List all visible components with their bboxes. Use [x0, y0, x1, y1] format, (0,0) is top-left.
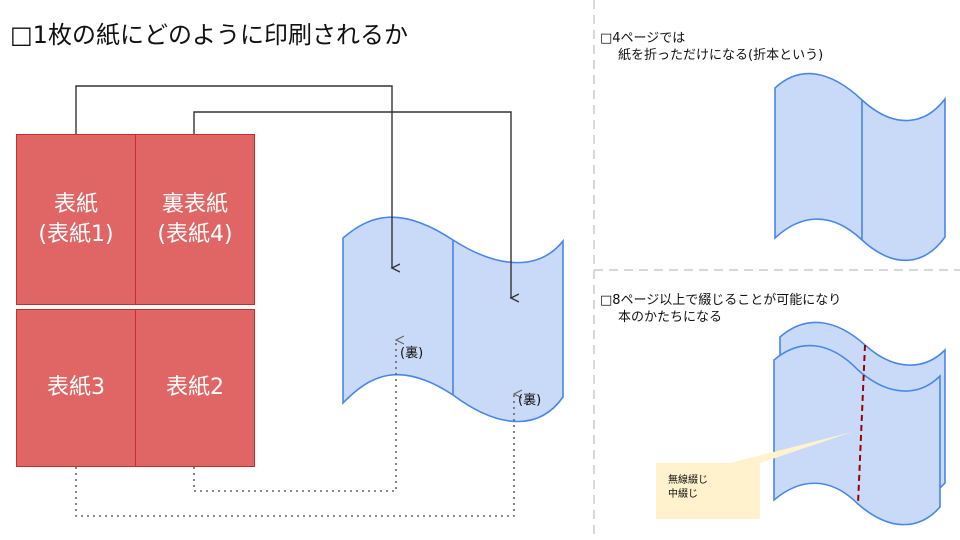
- callout-line-2: 中綴じ: [668, 489, 698, 500]
- connector-front-cover: [75, 85, 392, 268]
- reverse-label-left: (裏): [400, 346, 424, 361]
- sheet-back-cover: 裏表紙 (表紙4): [135, 134, 255, 305]
- reverse-label-right: (裏): [518, 393, 542, 408]
- eight-page-note-body: 本のかたちになる: [618, 310, 723, 325]
- eight-page-note: □8ページ以上で綴じることが可能になり 本のかたちになる: [600, 292, 841, 326]
- sheet-front-cover-sublabel: (表紙1): [38, 221, 114, 247]
- callout-box: [656, 463, 760, 519]
- sheet-front-cover: 表紙 (表紙1): [16, 134, 136, 305]
- sheet-cover-3-label: 表紙3: [47, 375, 105, 400]
- sheet-cover-3: 表紙3: [16, 309, 136, 467]
- page-title: □1枚の紙にどのように印刷されるか: [10, 21, 408, 49]
- eight-page-sheet-front: [773, 344, 941, 526]
- sheet-back-cover-label: 裏表紙: [161, 191, 228, 217]
- eight-page-note-title: □8ページ以上で綴じることが可能になり: [600, 293, 842, 308]
- callout-line-1: 無線綴じ: [668, 475, 708, 486]
- sheet-back-cover-sublabel: (表紙4): [157, 221, 233, 247]
- connector-back-cover: [193, 111, 511, 298]
- sheet-front-cover-label: 表紙: [53, 191, 98, 217]
- four-page-note-body: 紙を折っただけになる(折本という): [618, 48, 824, 63]
- four-page-note-title: □4ページでは: [600, 31, 686, 46]
- stitch-line: [857, 344, 866, 505]
- sheet-cover-2: 表紙2: [135, 309, 255, 467]
- sheet-cover-2-label: 表紙2: [166, 375, 224, 400]
- connector-cover-3: [75, 394, 514, 517]
- four-page-note: □4ページでは 紙を折っただけになる(折本という): [600, 30, 823, 64]
- callout-pointer: [730, 432, 852, 463]
- callout-text: 無線綴じ 中綴じ: [668, 474, 708, 502]
- connector-cover-2: [193, 340, 396, 492]
- four-page-sheet: [774, 72, 946, 262]
